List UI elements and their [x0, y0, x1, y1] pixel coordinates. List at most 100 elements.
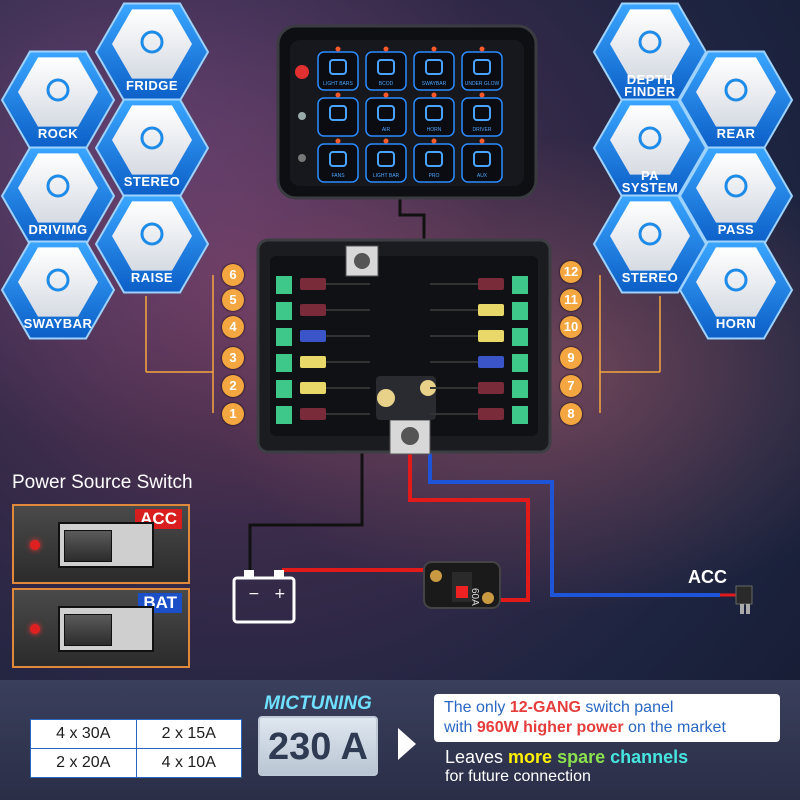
bat-switch [58, 606, 154, 652]
depth-finder-icon [592, 2, 708, 102]
panel-button: LIGHT BARS [317, 46, 359, 91]
fuse-box [256, 238, 552, 455]
fuse-badge: 5 [222, 289, 244, 311]
breaker-rating: 60A [469, 588, 480, 606]
panel-button: AIR [365, 92, 407, 137]
bat-led [30, 624, 40, 634]
acc-switch [58, 522, 154, 568]
panel-button-label: UNDER GLOW [465, 81, 500, 87]
music-note-icon [592, 194, 708, 294]
rock-light-icon [0, 50, 116, 150]
fuse-right [430, 380, 528, 398]
acc-switch-photo: ACC [12, 504, 190, 584]
fuse-right [430, 302, 528, 320]
panel-button [317, 92, 359, 137]
wiring-illustration: LIGHT BARS BCOD SWAYBAR UNDER GLOW AIR HORN DR… [0, 2, 794, 624]
amp-cell: 2 x 20A [30, 748, 137, 778]
arrow-right-icon [398, 728, 416, 760]
fuse-left [276, 302, 370, 320]
fuse-rows [276, 276, 528, 424]
bat-switch-photo: BAT [12, 588, 190, 668]
hex-label: FRIDGE [125, 78, 179, 93]
fuse-left [276, 406, 370, 424]
panel-button: PRO [413, 138, 455, 183]
fuse-right [430, 406, 528, 424]
hex-label: PASS [717, 222, 755, 237]
fuse-badge: 4 [222, 316, 244, 338]
svg-text:+: + [274, 586, 286, 602]
pa-system-icon [592, 98, 708, 198]
panel-button: DRIVER [461, 92, 503, 137]
fuse-left [276, 380, 370, 398]
warning-icon [94, 98, 210, 198]
fuse-badge: 7 [560, 375, 582, 397]
fuse-badge: 12 [560, 261, 582, 283]
hex-label: SWAYBAR [23, 316, 93, 331]
fuse-badge: 2 [222, 375, 244, 397]
hex-label: ROCK [37, 126, 79, 141]
seat-heater-icon [678, 146, 794, 246]
panel-button: UNDER GLOW [461, 46, 503, 91]
badge-brackets [145, 275, 661, 413]
panel-button-label: DRIVER [473, 127, 492, 133]
fuse-left [276, 276, 370, 294]
swaybar-icon [0, 240, 116, 340]
panel-button: HORN [413, 92, 455, 137]
fuse-badge: 11 [560, 289, 582, 311]
brand-name: MICTUNING [264, 693, 372, 714]
fuse-badge: 6 [222, 264, 244, 286]
panel-button-label: SWAYBAR [422, 81, 447, 87]
acc-fuse-tap-icon [720, 585, 753, 614]
amp-cell: 4 x 30A [30, 719, 137, 749]
battery-icon: − + [232, 570, 296, 624]
fuse-right [430, 354, 528, 372]
claim-line-1: The only 12-GANG switch panel [444, 699, 674, 716]
future-connection-line: for future connection [445, 768, 591, 785]
panel-button-label: BCOD [379, 81, 394, 87]
svg-text:−: − [248, 586, 260, 602]
fuse-badge: 3 [222, 347, 244, 369]
claim-line-2: with 960W higher power on the market [444, 719, 726, 736]
acc-led [30, 540, 40, 550]
spare-channels-line: Leaves more spare channels [445, 747, 689, 767]
hex-label: REAR [716, 126, 756, 141]
panel-button: SWAYBAR [413, 46, 455, 91]
fuse-badge: 10 [560, 316, 582, 338]
hex-label: HORN [715, 316, 757, 331]
total-amperage: 230 A [258, 716, 378, 776]
hex-label: DRIVIMG [28, 222, 88, 237]
acc-label: ACC [688, 567, 727, 587]
panel-button-label: LIGHT BAR [373, 173, 400, 179]
panel-button: AUX [461, 138, 503, 183]
panel-button-label: AIR [382, 127, 391, 133]
fuse-badge: 9 [560, 347, 582, 369]
panel-button: FANS [317, 138, 359, 183]
rear-light-icon [678, 50, 794, 150]
fuse-left [276, 354, 370, 372]
amp-cell: 2 x 15A [135, 719, 242, 749]
fuse-badge: 1 [222, 403, 244, 425]
fuse-left [276, 328, 370, 346]
panel-button-label: AUX [477, 173, 488, 179]
panel-button-label: FANS [331, 173, 345, 179]
hex-label: STEREO [123, 174, 181, 189]
raise-triangle-icon [94, 194, 210, 294]
snowflake-icon [94, 2, 210, 102]
panel-button-label: LIGHT BARS [323, 81, 353, 87]
panel-button-grid: LIGHT BARS BCOD SWAYBAR UNDER GLOW AIR HORN DR… [317, 46, 503, 183]
circuit-breaker: 60A [423, 561, 501, 609]
fuse-right [430, 328, 528, 346]
driving-lights-icon [0, 146, 116, 246]
hex-label: STEREO [621, 270, 679, 285]
claim-box: The only 12-GANG switch panel with 960W … [434, 694, 780, 742]
fuse-right [430, 276, 528, 294]
amp-cell: 4 x 10A [135, 748, 242, 778]
panel-button: LIGHT BAR [365, 138, 407, 183]
panel-button-label: HORN [427, 127, 442, 133]
horn-icon [678, 240, 794, 340]
panel-button-label: PRO [429, 173, 440, 179]
